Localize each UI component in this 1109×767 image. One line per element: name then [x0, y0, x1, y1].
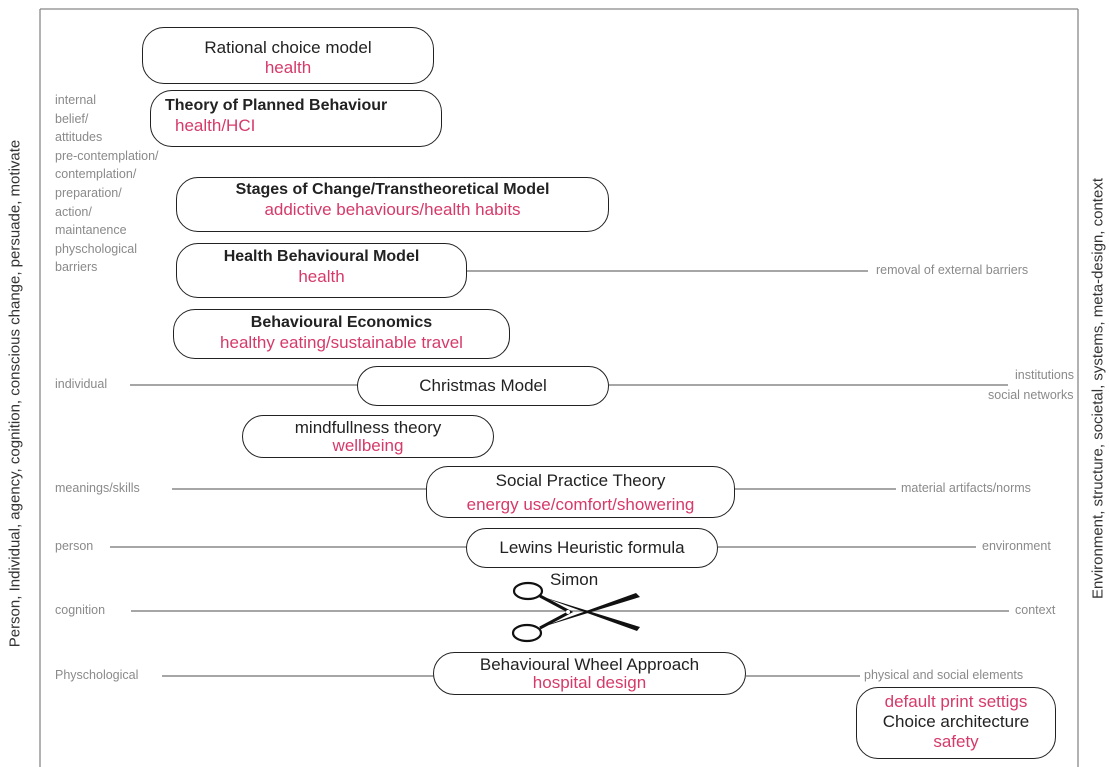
label-social-networks: social networks [988, 388, 1074, 402]
internal-labels: internal belief/ attitudes pre-contempla… [55, 91, 159, 277]
model-name: Behavioural Economics [250, 314, 433, 331]
label-physchological: Physchological [55, 668, 139, 682]
internal-label: preparation/ [55, 185, 122, 200]
label-cognition: cognition [55, 603, 106, 617]
scissors-icon [511, 581, 640, 643]
internal-label: maintanence [55, 223, 127, 238]
model-social-practice: Social Practice Theory energy use/comfor… [426, 466, 735, 518]
right-axis-label: Environment, structure, societal, system… [1089, 178, 1107, 600]
model-theory-planned-behaviour: Theory of Planned Behaviour health/HCI [150, 90, 442, 147]
label-institutions: institutions [1015, 368, 1075, 382]
model-name: Social Practice Theory [495, 471, 666, 490]
label-physical-social: physical and social elements [864, 668, 1024, 682]
internal-label: attitudes [55, 130, 103, 145]
model-stages-of-change: Stages of Change/Transtheoretical Model … [176, 177, 609, 232]
internal-label: physchological [55, 241, 137, 256]
model-name: Lewins Heuristic formula [499, 538, 685, 557]
model-lewins-heuristic: Lewins Heuristic formula [466, 528, 718, 568]
label-context: context [1015, 603, 1056, 617]
model-mindfullness: mindfullness theory wellbeing [242, 415, 494, 458]
model-behavioural-economics: Behavioural Economics healthy eating/sus… [173, 309, 510, 359]
model-domain-top: default print settigs [884, 692, 1028, 711]
model-domain: health [298, 267, 345, 286]
model-domain: safety [933, 732, 979, 751]
internal-label: contemplation/ [55, 167, 137, 182]
label-meanings-skills: meanings/skills [55, 481, 140, 495]
model-domain: addictive behaviours/health habits [264, 200, 521, 219]
model-domain: hospital design [532, 673, 647, 692]
label-removal-external-barriers: removal of external barriers [876, 263, 1029, 277]
internal-label: action/ [55, 204, 92, 219]
model-domain: health/HCI [175, 116, 256, 135]
model-name: Behavioural Wheel Approach [479, 655, 700, 674]
internal-label: barriers [55, 260, 98, 275]
left-axis-label: Person, Individual, agency, cognition, c… [6, 139, 24, 648]
model-behavioural-wheel: Behavioural Wheel Approach hospital desi… [433, 652, 746, 695]
model-name: Theory of Planned Behaviour [165, 97, 388, 114]
model-choice-architecture: default print settigs Choice architectur… [856, 687, 1056, 759]
model-domain: healthy eating/sustainable travel [220, 333, 463, 352]
internal-label: belief/ [55, 111, 89, 126]
model-name: Choice architecture [882, 712, 1030, 731]
model-domain: wellbeing [332, 436, 404, 455]
model-simon: Simon [550, 570, 599, 589]
label-individual: individual [55, 377, 108, 391]
model-christmas: Christmas Model [357, 366, 609, 406]
model-domain: health [264, 58, 312, 77]
internal-label: pre-contemplation/ [55, 148, 159, 163]
model-name: Health Behavioural Model [223, 248, 420, 265]
model-rational-choice: Rational choice model health [142, 27, 434, 84]
model-domain: energy use/comfort/showering [466, 495, 695, 514]
model-name: Stages of Change/Transtheoretical Model [235, 181, 550, 198]
model-health-behavioural: Health Behavioural Model health [176, 243, 467, 298]
label-environment: environment [982, 539, 1051, 553]
label-person: person [55, 539, 94, 553]
model-name: Rational choice model [204, 38, 372, 57]
model-name: mindfullness theory [294, 418, 442, 437]
internal-label: internal [55, 93, 96, 107]
label-material-artifacts: material artifacts/norms [901, 481, 1031, 495]
model-name: Christmas Model [419, 376, 547, 395]
